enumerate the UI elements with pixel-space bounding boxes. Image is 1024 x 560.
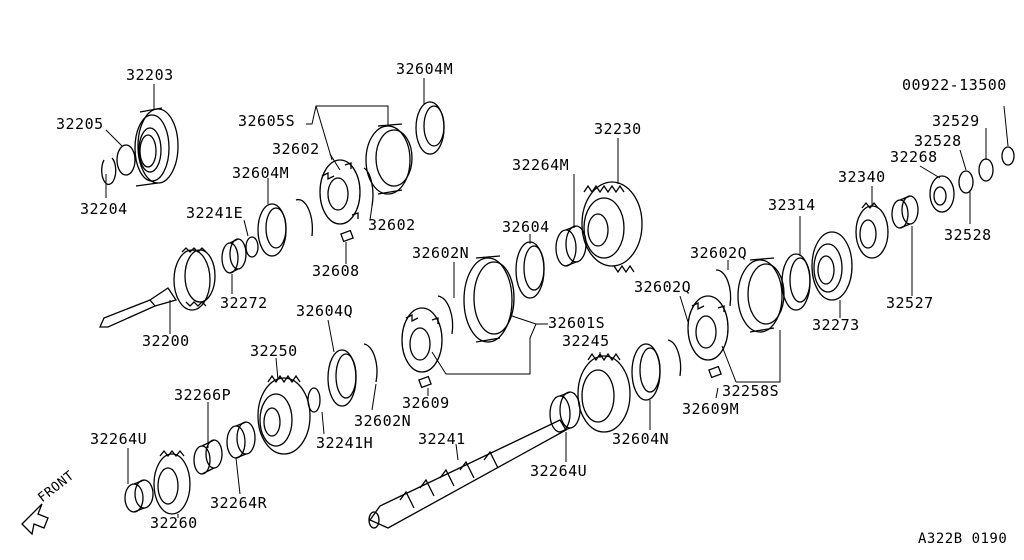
label-32608: 32608 [312, 262, 360, 280]
ring-32241E [245, 236, 259, 258]
spring-32602-right [363, 167, 374, 207]
leader-lines [105, 78, 1009, 518]
input-shaft-32200 [98, 247, 216, 328]
label-32258S: 32258S [722, 382, 780, 400]
bearing-32268 [929, 175, 955, 213]
bearing-32273 [811, 231, 853, 301]
ring-32241H [307, 387, 321, 413]
label-32605S: 32605S [238, 112, 296, 130]
synchro-hub-32605S [319, 159, 361, 243]
synchro-hub-32258S [687, 295, 729, 379]
baulk-ring-32604M-top [415, 101, 445, 155]
label-32528-bottom: 32528 [944, 226, 992, 244]
label-32604N: 32604N [612, 430, 670, 448]
label-32264R: 32264R [210, 494, 268, 512]
needle-bearing-32264M [555, 225, 587, 267]
gear-32230 [581, 181, 643, 274]
label-32203: 32203 [126, 66, 174, 84]
label-32241: 32241 [418, 430, 466, 448]
needle-bearing-32264U-left [124, 479, 154, 513]
ring-32314 [781, 253, 811, 311]
label-32241H: 32241H [316, 434, 374, 452]
label-32230: 32230 [594, 120, 642, 138]
label-32268: 32268 [890, 148, 938, 166]
label-32245: 32245 [562, 332, 610, 350]
label-32529: 32529 [932, 112, 980, 130]
label-32602-a: 32602 [272, 140, 320, 158]
diagram-code: A322B 0190 [918, 531, 1008, 547]
label-32264U-left: 32264U [90, 430, 148, 448]
label-32604M-top: 32604M [396, 60, 454, 78]
label-32250: 32250 [250, 342, 298, 360]
needle-bearing-32264R [226, 421, 256, 459]
label-32609: 32609 [402, 394, 450, 412]
label-32602Q-top: 32602Q [690, 244, 748, 262]
label-32241E: 32241E [186, 204, 244, 222]
spring-32602Q-lower [667, 339, 682, 377]
spring-32602N-bottom [363, 343, 378, 383]
label-32200: 32200 [142, 332, 190, 350]
label-32602Q-mid: 32602Q [634, 278, 692, 296]
label-32609M: 32609M [682, 400, 740, 418]
gear-32340 [855, 201, 889, 259]
baulk-ring-32604N [631, 343, 661, 401]
needle-bearing-32264U-mid [549, 391, 581, 433]
label-32602-b: 32602 [368, 216, 416, 234]
snap-ring-32204 [101, 157, 117, 185]
gear-32260 [153, 449, 191, 515]
label-32601S: 32601S [548, 314, 606, 332]
label-32204: 32204 [80, 200, 128, 218]
label-32340: 32340 [838, 168, 886, 186]
label-32260: 32260 [150, 514, 198, 532]
nut-32528 [958, 170, 974, 194]
label-32602N-bottom: 32602N [354, 412, 412, 430]
baulk-ring-32604 [515, 241, 545, 299]
spring-32602-left [295, 198, 313, 237]
gear-32245 [577, 352, 631, 433]
label-00922-13500: 00922-13500 [902, 76, 1007, 94]
washer-32529 [978, 158, 994, 182]
main-shaft-32241 [368, 419, 567, 529]
ring-00922-13500 [1001, 146, 1015, 166]
label-32602N-top: 32602N [412, 244, 470, 262]
baulk-ring-32604Q [327, 349, 357, 407]
needle-bearing-32272 [221, 238, 247, 274]
label-32604Q: 32604Q [296, 302, 354, 320]
coupling-sleeve-32601S [463, 255, 515, 343]
bearing-32203 [134, 107, 179, 187]
spring-32602N-top [437, 295, 454, 335]
spring-32602Q-upper [715, 269, 732, 307]
coupling-sleeve-32605S [365, 123, 413, 195]
label-32604: 32604 [502, 218, 550, 236]
label-32266P: 32266P [174, 386, 232, 404]
label-32264M: 32264M [512, 156, 570, 174]
label-32273: 32273 [812, 316, 860, 334]
baulk-ring-32604M-left [257, 203, 287, 257]
washer-32205 [116, 144, 136, 176]
label-32205: 32205 [56, 115, 104, 133]
front-direction-arrow-icon [21, 503, 49, 536]
label-32314: 32314 [768, 196, 816, 214]
gear-32250 [257, 374, 311, 455]
label-32604M-left: 32604M [232, 164, 290, 182]
coupling-sleeve-32258S [737, 257, 785, 333]
spacer-32527 [891, 195, 919, 229]
label-32527: 32527 [886, 294, 934, 312]
synchro-hub-32601S [401, 307, 443, 389]
label-32264U-mid: 32264U [530, 462, 588, 480]
label-32528-top: 32528 [914, 132, 962, 150]
label-32272: 32272 [220, 294, 268, 312]
